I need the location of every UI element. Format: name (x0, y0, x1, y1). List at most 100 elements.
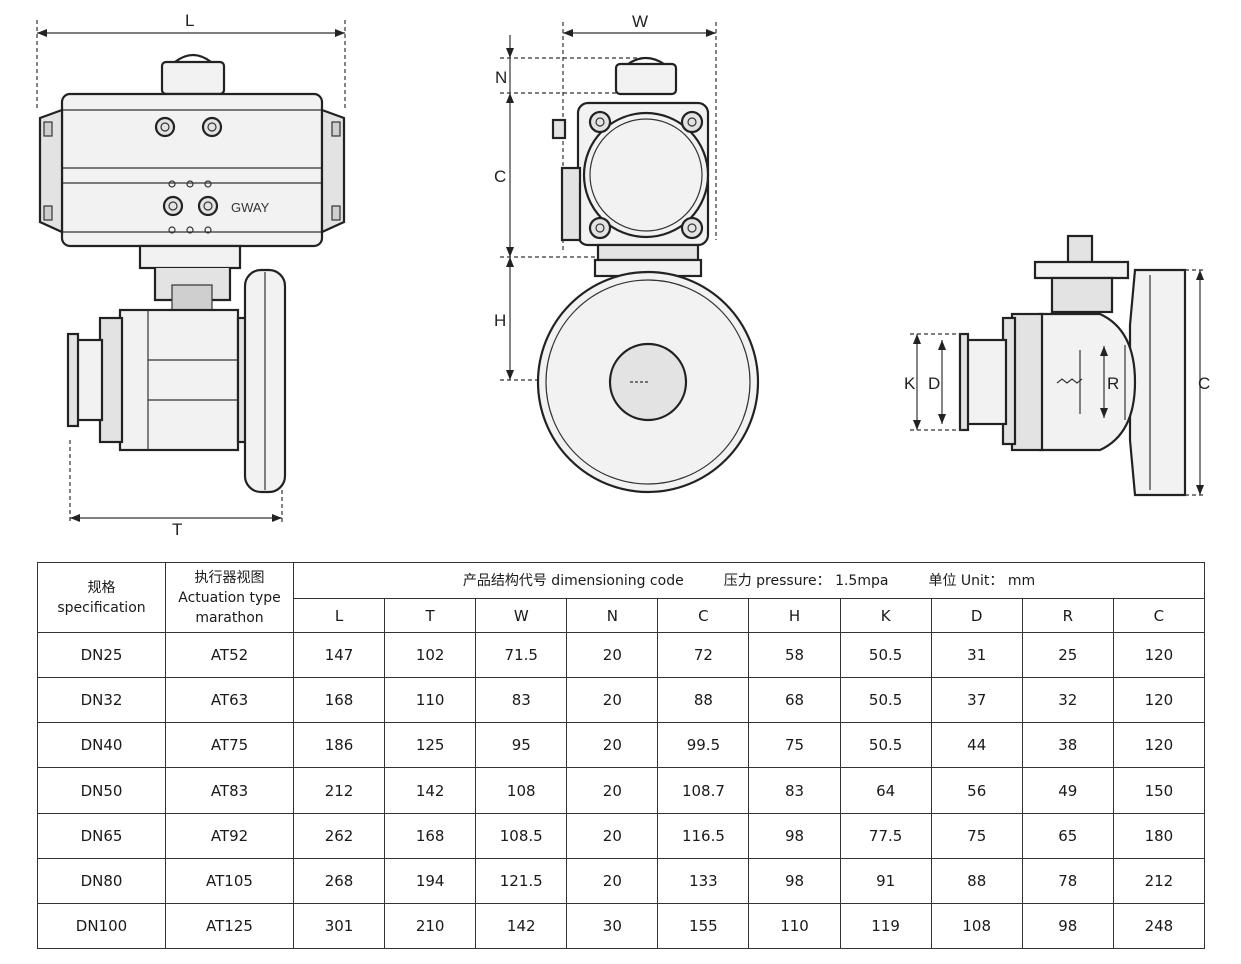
value-cell: 95 (475, 722, 568, 769)
value-cell: 108 (475, 767, 568, 814)
value-cell: 133 (657, 857, 750, 904)
label-C-section: C (1198, 374, 1210, 393)
actuator-header-cn: 执行器视图 (194, 569, 265, 586)
value-cell: 142 (384, 767, 477, 814)
value-cell: 102 (384, 632, 477, 679)
column-header: N (566, 598, 659, 634)
value-cell: 38 (1021, 722, 1114, 769)
spec-cell: DN40 (37, 722, 166, 769)
spec-cell: DN80 (37, 857, 166, 904)
value-cell: 91 (839, 857, 932, 904)
table-row: DN65 AT92 262 168 108.5 20 116.5 98 77.5… (37, 812, 1206, 859)
value-cell: 64 (839, 767, 932, 814)
value-cell: 68 (748, 677, 841, 724)
section-view: K D R C (904, 234, 1210, 497)
value-cell: 31 (930, 632, 1023, 679)
column-header: C (657, 598, 750, 634)
header-row-1: 规格 specification 执行器视图 Actuation type ma… (37, 561, 1205, 634)
logo-text: GWAY (231, 200, 270, 215)
value-cell: 121.5 (475, 857, 568, 904)
label-C-side: C (494, 167, 506, 186)
value-cell: 20 (566, 632, 659, 679)
column-header: W (475, 598, 568, 634)
actuator-cell: AT92 (165, 812, 294, 859)
value-cell: 25 (1021, 632, 1114, 679)
spec-header-cn: 规格 (87, 579, 116, 596)
spec-cell: DN50 (37, 767, 166, 814)
label-L: L (185, 11, 194, 30)
value-cell: 168 (292, 677, 386, 724)
column-header: R (1021, 598, 1114, 634)
value-cell: 71.5 (475, 632, 568, 679)
value-cell: 99.5 (657, 722, 750, 769)
value-cell: 268 (292, 857, 386, 904)
spec-cell: DN32 (37, 677, 166, 724)
column-header: C (1112, 598, 1206, 634)
spec-header: 规格 specification (37, 561, 166, 634)
value-cell: 142 (475, 902, 568, 950)
actuator-cell: AT52 (165, 632, 294, 679)
front-view: L GWAY (36, 11, 346, 539)
actuator-cell: AT125 (165, 902, 294, 950)
value-cell: 120 (1112, 632, 1206, 679)
value-cell: 37 (930, 677, 1023, 724)
value-cell: 44 (930, 722, 1023, 769)
actuator-cell: AT75 (165, 722, 294, 769)
value-cell: 50.5 (839, 677, 932, 724)
column-header: K (839, 598, 932, 634)
value-cell: 120 (1112, 722, 1206, 769)
value-cell: 147 (292, 632, 386, 679)
spec-cell: DN25 (37, 632, 166, 679)
value-cell: 116.5 (657, 812, 750, 859)
value-cell: 20 (566, 812, 659, 859)
value-cell: 212 (292, 767, 386, 814)
value-cell: 49 (1021, 767, 1114, 814)
spec-table: 规格 specification 执行器视图 Actuation type ma… (37, 561, 1206, 950)
value-cell: 20 (566, 767, 659, 814)
value-cell: 98 (1021, 902, 1114, 950)
value-cell: 98 (748, 857, 841, 904)
table-row: DN40 AT75 186 125 95 20 99.5 75 50.5 44 … (37, 722, 1206, 769)
value-cell: 32 (1021, 677, 1114, 724)
value-cell: 110 (748, 902, 841, 950)
value-cell: 210 (384, 902, 477, 950)
value-cell: 186 (292, 722, 386, 769)
column-header: T (384, 598, 477, 634)
spec-cell: DN100 (37, 902, 166, 950)
value-cell: 194 (384, 857, 477, 904)
value-cell: 56 (930, 767, 1023, 814)
value-cell: 75 (930, 812, 1023, 859)
value-cell: 98 (748, 812, 841, 859)
actuator-cell: AT63 (165, 677, 294, 724)
value-cell: 88 (657, 677, 750, 724)
value-cell: 20 (566, 857, 659, 904)
actuator-header: 执行器视图 Actuation type marathon (165, 561, 294, 634)
label-R: R (1107, 374, 1119, 393)
value-cell: 262 (292, 812, 386, 859)
column-header: L (292, 598, 386, 634)
value-cell: 20 (566, 722, 659, 769)
value-cell: 58 (748, 632, 841, 679)
value-cell: 83 (748, 767, 841, 814)
actuator-cell: AT105 (165, 857, 294, 904)
spec-header-en: specification (57, 599, 146, 616)
unit-label: 单位 Unit： mm (928, 572, 1036, 589)
column-header: H (748, 598, 841, 634)
actuator-cell: AT83 (165, 767, 294, 814)
value-cell: 20 (566, 677, 659, 724)
value-cell: 212 (1112, 857, 1206, 904)
value-cell: 301 (292, 902, 386, 950)
value-cell: 75 (748, 722, 841, 769)
table-row: DN25 AT52 147 102 71.5 20 72 58 50.5 31 … (37, 632, 1206, 679)
value-cell: 50.5 (839, 632, 932, 679)
value-cell: 168 (384, 812, 477, 859)
label-W: W (632, 12, 648, 31)
value-cell: 50.5 (839, 722, 932, 769)
value-cell: 30 (566, 902, 659, 950)
value-cell: 120 (1112, 677, 1206, 724)
value-cell: 108 (930, 902, 1023, 950)
table-row: DN100 AT125 301 210 142 30 155 110 119 1… (37, 902, 1206, 950)
value-cell: 150 (1112, 767, 1206, 814)
value-cell: 119 (839, 902, 932, 950)
